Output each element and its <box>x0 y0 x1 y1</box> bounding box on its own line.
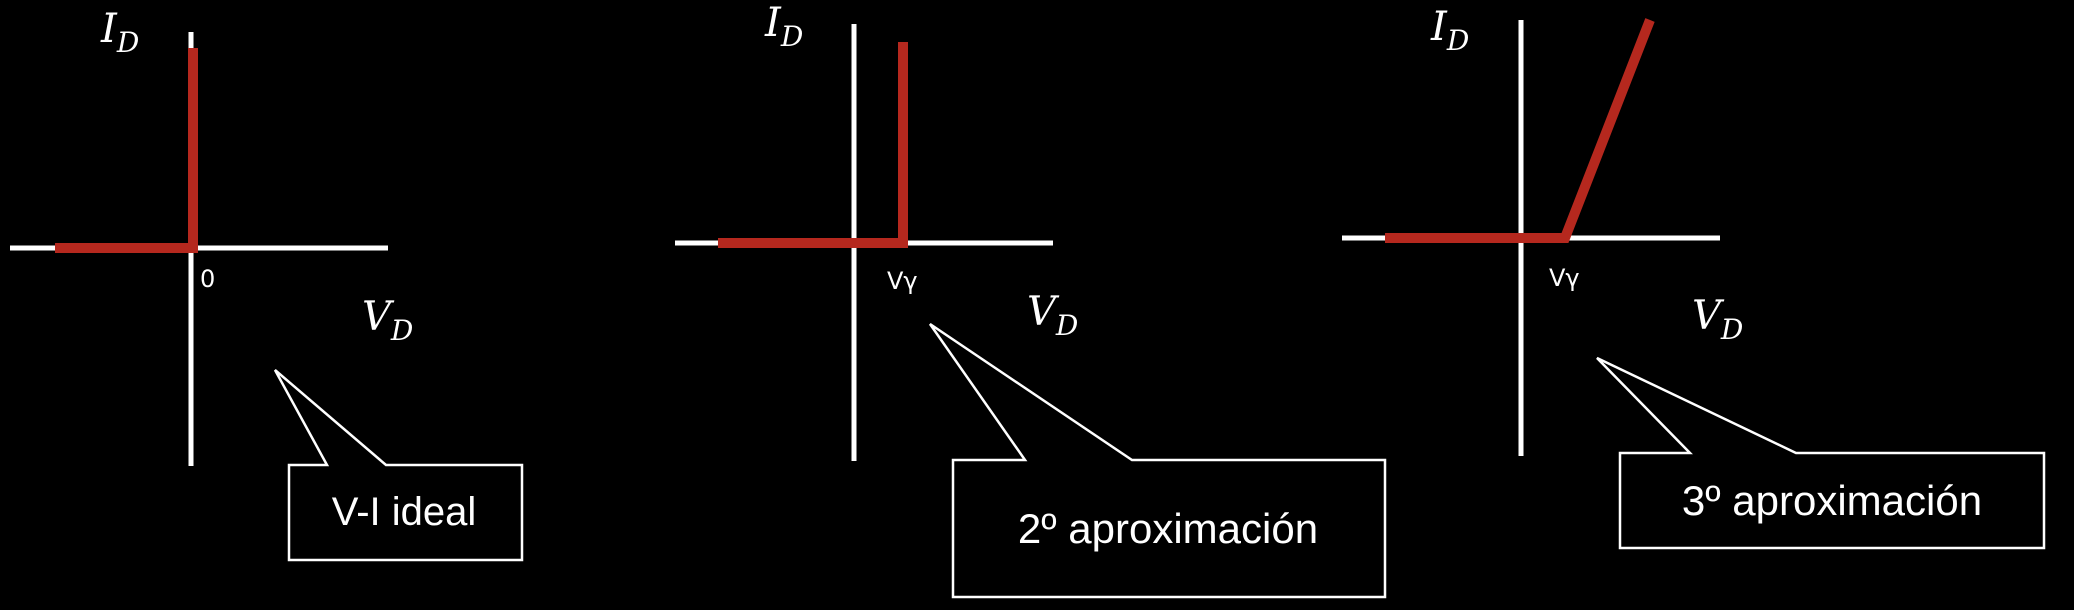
diode-characteristic <box>718 42 908 248</box>
callout-box <box>928 322 1387 599</box>
threshold-voltage-label: Vγ <box>1549 264 1580 292</box>
callout-text: 2º aproximación <box>1018 505 1318 552</box>
panel-ideal: ID VD 0 V-I ideal <box>10 6 524 562</box>
callout-text: 3º aproximación <box>1682 477 1982 524</box>
callout-box <box>273 369 524 562</box>
x-axis-label: VD <box>362 294 413 347</box>
y-axis-label: ID <box>1430 4 1469 57</box>
x-axis-label: VD <box>1027 289 1078 342</box>
origin-tick-label: 0 <box>200 265 215 293</box>
diode-characteristic <box>55 48 198 253</box>
x-axis-label: VD <box>1692 293 1743 346</box>
panel-second-approximation: ID VD Vγ 2º aproximación <box>675 0 1387 599</box>
y-axis-label: ID <box>100 6 139 59</box>
threshold-voltage-label: Vγ <box>887 267 918 295</box>
panel-third-approximation: ID VD Vγ 3º aproximación <box>1342 4 2046 550</box>
callout-box <box>1596 356 2046 550</box>
callout-text: V-I ideal <box>332 490 477 534</box>
diode-characteristic <box>1385 18 1655 243</box>
y-axis-label: ID <box>764 0 803 53</box>
